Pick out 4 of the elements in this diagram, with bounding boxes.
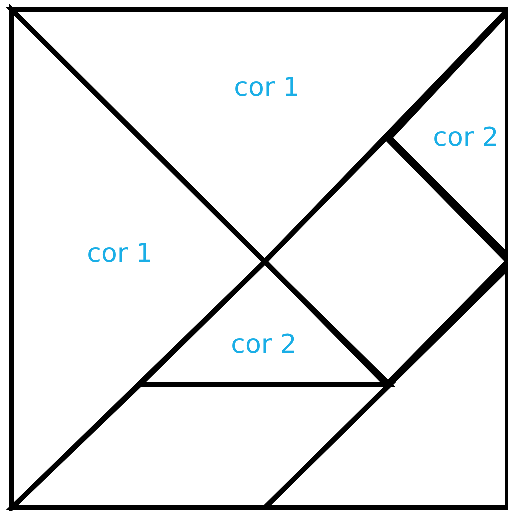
color-label: cor 1 [234, 73, 300, 103]
color-label: cor 2 [433, 123, 499, 153]
color-label: cor 1 [87, 239, 153, 269]
color-label: cor 2 [231, 330, 297, 360]
